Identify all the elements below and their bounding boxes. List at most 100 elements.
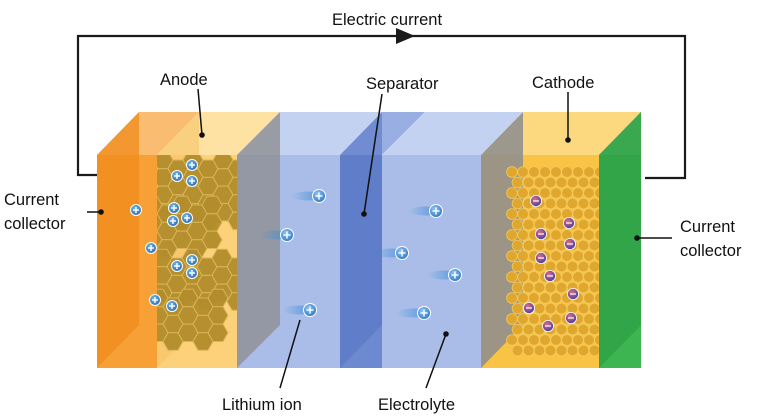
cathode-particle [506,313,518,325]
cathode-particle [583,229,595,241]
cathode-particle [544,239,557,252]
cathode-particle [550,229,562,241]
cathode-particle [577,197,590,210]
cathode-particle [588,344,599,357]
cathode-particle [588,323,599,336]
pointer-lines [87,88,672,389]
cathode-particle [550,250,562,262]
graphite-hexagon [201,213,223,232]
cathode-particle [550,166,562,178]
lithium-ion-label: Lithium ion [222,396,302,414]
cathode-particle [594,187,599,199]
cathode-particle [550,187,562,199]
cathode-particle [561,187,573,199]
separator-label: Separator [366,75,439,93]
cathode-particle [506,229,518,241]
cathode-particle [544,176,557,189]
cathode-particle [561,271,573,283]
anode-label: Anode [160,71,208,89]
cathode-particle [594,208,599,220]
electrolyte-pointer [425,333,447,389]
cathode-particle [572,229,584,241]
cathode-particle [528,271,540,283]
cathode-particle [583,271,595,283]
cathode-particle [583,313,595,325]
cathode-particle [522,344,535,357]
cathode-particle [577,260,590,273]
cathode-particle [511,176,524,189]
cathode-particle [594,334,599,346]
cathode-particle [528,313,540,325]
cathode-particle [544,302,557,315]
cathode-particle [577,281,590,294]
cathode-particle [517,229,529,241]
cathode-particle [550,292,562,304]
cathode-particle [561,166,573,178]
cathode-particle [517,334,529,346]
cathode-particle [511,197,524,210]
cathode-particle [544,281,557,294]
cathode-particle [517,250,529,262]
cathode-particle [561,334,573,346]
cathode-particle [517,187,529,199]
cathode-particle [506,271,518,283]
separator-pointer [363,93,383,215]
cathode-particle [511,302,524,315]
cathode-particle [588,260,599,273]
cathode-particle [555,323,568,336]
pointer-dots [98,132,640,337]
anode-lithium-ions [130,159,198,312]
cathode-particle [522,323,535,336]
cathode-particle [544,197,557,210]
cathode-particle [594,166,599,178]
cathode-particle [511,218,524,231]
cathode-particle [583,292,595,304]
cathode-particle [506,166,518,178]
cathode-particle [594,250,599,262]
cathode-particle [555,176,568,189]
cathode-particle [506,187,518,199]
anode-pointer [197,88,203,136]
cathode-particle [555,197,568,210]
cathode-particle [566,344,579,357]
cathode-particle [555,260,568,273]
left-collector-label-line2: collector [4,215,66,233]
cathode-particles [506,166,599,357]
cathode-particle [533,176,546,189]
cathode-particle [550,334,562,346]
cathode-particle [588,176,599,189]
cathode-particle [566,260,579,273]
cathode-particle [594,229,599,241]
cathode-particle [583,208,595,220]
right-collector-label-line2: collector [680,242,742,260]
cathode-particle [572,250,584,262]
cathode-particle [555,344,568,357]
cathode-particle [533,239,546,252]
cathode-particle [517,292,529,304]
cathode-particle [588,281,599,294]
cathode-particle [522,239,535,252]
cathode-particle [572,208,584,220]
cathode-particle [517,313,529,325]
cathode-particle [528,334,540,346]
cathode-particle [577,344,590,357]
cathode-particle [594,292,599,304]
graphite-hexagon [207,323,229,342]
cathode-particle [528,166,540,178]
anode-graphite-particles [157,155,237,351]
cathode-particle [511,281,524,294]
cathode-particle [594,271,599,283]
cathode-particle [566,323,579,336]
graphite-hexagon [157,230,163,249]
cathode-particle [511,323,524,336]
electric-current-label: Electric current [332,11,442,29]
cathode-particle [528,208,540,220]
cathode-particle [555,302,568,315]
graphite-hexagon [227,211,237,231]
cathode-particle [506,334,518,346]
graphite-hexagon [201,230,223,249]
cathode-particle [506,292,518,304]
cathode-particle [583,166,595,178]
graphite-hexagon [207,306,229,325]
